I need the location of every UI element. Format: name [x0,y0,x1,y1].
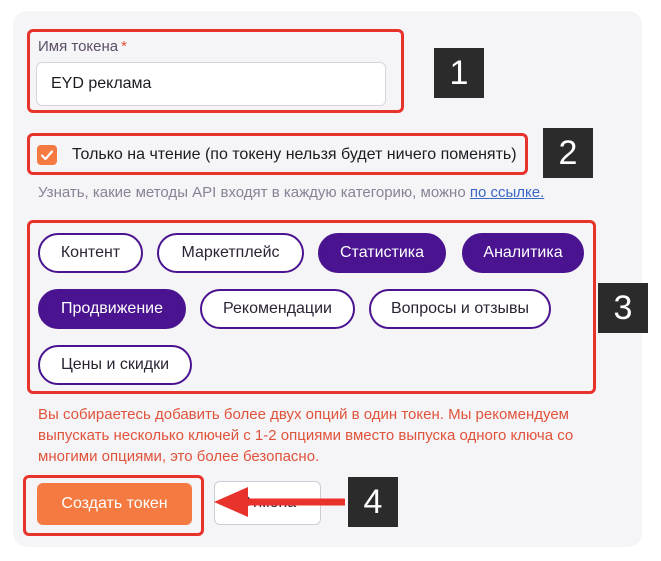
token-name-input[interactable]: EYD реклама [36,62,386,106]
required-mark: * [121,38,127,55]
annotation-box-create-button [23,475,204,536]
annotation-box-token-name [27,29,404,113]
annotation-number-1: 1 [434,48,484,98]
token-name-label: Имя токена* [38,38,127,55]
token-name-value: EYD реклама [51,75,152,92]
read-only-checkbox[interactable] [37,145,57,165]
category-chip-prices-discounts[interactable]: Цены и скидки [38,345,192,385]
too-many-options-warning: Вы собираетесь добавить более двух опций… [38,406,574,465]
annotation-number-3: 3 [598,283,648,333]
annotation-box-read-only [27,133,528,175]
annotation-number-4: 4 [348,477,398,527]
category-chip-content[interactable]: Контент [38,233,143,273]
annotation-number-2: 2 [543,128,593,178]
read-only-label: Только на чтение (по токену нельзя будет… [72,146,517,163]
annotation-box-categories [27,220,596,394]
category-chip-questions-reviews[interactable]: Вопросы и отзывы [369,289,551,329]
api-methods-hint: Узнать, какие методы API входят в каждую… [38,184,545,201]
api-methods-link[interactable]: по ссылке. [469,184,545,201]
category-chip-promotion[interactable]: Продвижение [38,289,186,329]
category-chip-marketplace[interactable]: Маркетплейс [157,233,304,273]
arrow-annotation-icon [214,487,345,517]
category-chip-statistics[interactable]: Статистика [318,233,446,273]
category-chip-analytics[interactable]: Аналитика [462,233,584,273]
category-chip-recommendations[interactable]: Рекомендации [200,289,355,329]
checkmark-icon [40,150,54,161]
create-token-button[interactable]: Создать токен [37,483,192,525]
